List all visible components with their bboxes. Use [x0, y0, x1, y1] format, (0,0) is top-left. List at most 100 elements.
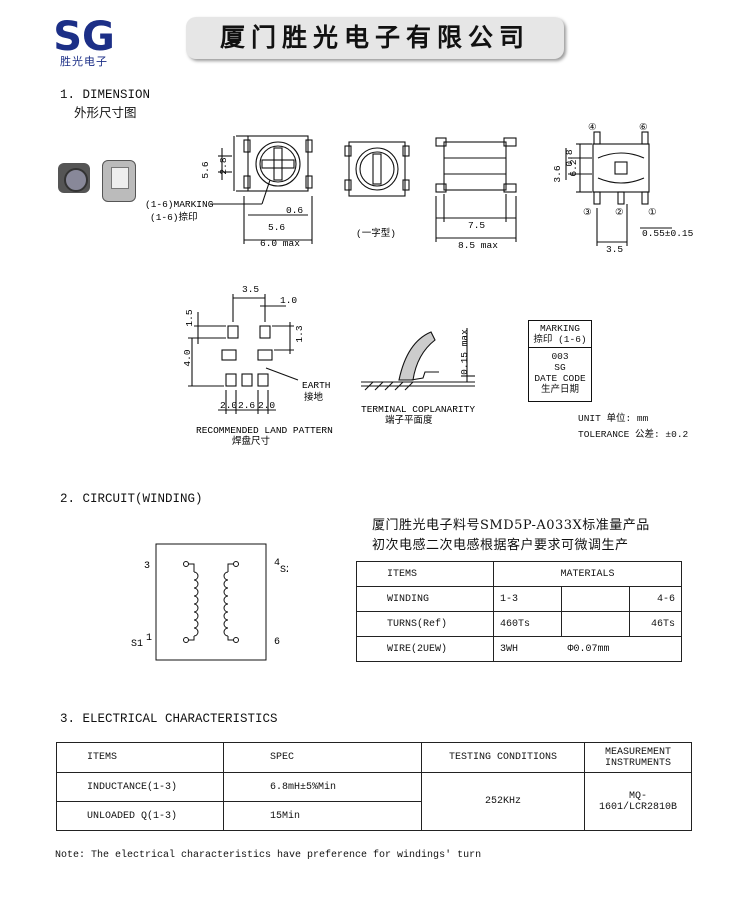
land-d40: 4.0: [182, 349, 193, 366]
footnote: Note: The electrical characteristics hav…: [55, 850, 482, 861]
pin-2-label: ②: [615, 207, 624, 218]
circuit-s2: S2: [280, 565, 288, 576]
electrical-cell: INDUCTANCE(1-3): [56, 772, 224, 802]
land-d20b: 2.0: [258, 400, 275, 411]
electrical-cell: UNLOADED Q(1-3): [56, 801, 224, 831]
materials-cell: Φ0.07mm: [561, 636, 682, 662]
dim-w56: 5.6: [268, 222, 285, 233]
marking-box: MARKING 捺印 (1-6) 003 SG DATE CODE 生产日期: [528, 320, 592, 402]
earth-en: EARTH: [302, 380, 331, 391]
land-pattern-drawing: 3.5 1.0 1.5 4.0 1.3 EARTH 接地 2.0 2.6 2.0…: [182, 284, 333, 447]
table-row: INDUCTANCE(1-3) 6.8mH±5%Min 252KHz MQ-16…: [56, 772, 692, 831]
materials-cell: 4-6: [629, 586, 682, 612]
land-d20a: 2.0: [220, 400, 237, 411]
marking-cn: (1-6)捺印: [150, 211, 198, 223]
electrical-header-items: ITEMS: [56, 742, 224, 773]
materials-cell: TURNS(Ref): [356, 611, 494, 637]
table-row: WIRE(2UEW) 3WH Φ0.07mm: [356, 636, 682, 662]
earth-cn: 接地: [304, 391, 324, 403]
dimension-drawings: 5.6 2.8 (1-6)MARKING (1-6)捺印 0.6 5.6 6.0…: [145, 122, 694, 255]
production-note-1: 厦门胜光电子料号SMD5P-A033X标准量产品: [372, 518, 650, 533]
company-logo: SG: [55, 12, 113, 70]
marking-box-line1: 003: [551, 351, 569, 362]
electrical-header-row: ITEMS SPEC TESTING CONDITIONS MEASUREMEN…: [56, 742, 692, 773]
section2-title: 2. CIRCUIT(WINDING): [60, 492, 203, 506]
materials-cell: WINDING: [356, 586, 494, 612]
dim-h28: 2.8: [218, 157, 229, 174]
circuit-s1: S1: [131, 639, 143, 650]
materials-cell: WIRE(2UEW): [356, 636, 494, 662]
land-d35: 3.5: [242, 284, 259, 295]
table-row: UNLOADED Q(1-3) 15Min: [56, 801, 692, 831]
electrical-cell: 6.8mH±5%Min: [223, 772, 422, 802]
marking-box-title-cn: 捺印 (1-6): [533, 334, 587, 345]
land-d10: 1.0: [280, 295, 297, 306]
marking-box-line4: 生产日期: [540, 384, 579, 395]
electrical-table: ITEMS SPEC TESTING CONDITIONS MEASUREMEN…: [56, 742, 692, 831]
coplanarity-drawing: 0.15 max TERMINAL COPLANARITY 端子平面度: [361, 328, 475, 426]
table-row: WINDING 1-3 4-6: [356, 586, 682, 612]
section1-title: 1. DIMENSION: [60, 88, 151, 102]
materials-table: ITEMS MATERIALS WINDING 1-3 4-6 TURNS(Re…: [356, 561, 682, 662]
logo-text: 胜光电子: [60, 55, 108, 68]
dim-w60: 6.0 max: [260, 238, 300, 249]
bottom-view: [565, 131, 672, 246]
materials-cell: 3WH: [493, 636, 562, 662]
circuit-p3: 3: [144, 561, 150, 572]
pin-1-label: ①: [648, 207, 657, 218]
product-photo-side: [102, 160, 136, 202]
materials-cell: 1-3: [493, 586, 562, 612]
marking-en: (1-6)MARKING: [145, 199, 214, 210]
materials-cell: 460Ts: [493, 611, 562, 637]
electrical-header-testing: TESTING CONDITIONS: [421, 742, 585, 773]
materials-cell: [561, 611, 630, 637]
circuit-p1: 1: [146, 633, 152, 644]
dim-side-85: 8.5 max: [458, 240, 498, 251]
logo-letters: SG: [55, 14, 113, 60]
circuit-diagram: 3 4 S2 S1 1 6: [131, 543, 288, 661]
section1-subtitle: 外形尺寸图: [74, 107, 137, 121]
testing-condition-cell: 252KHz: [421, 772, 585, 831]
dim-side-75: 7.5: [468, 220, 485, 231]
slot-type-label: (一字型): [356, 227, 396, 239]
materials-cell: [561, 586, 630, 612]
electrical-cell: 15Min: [223, 801, 422, 831]
land-caption-cn: 焊盘尺寸: [232, 435, 271, 447]
coplanarity-caption-cn: 端子平面度: [385, 414, 433, 426]
table-row: TURNS(Ref) 460Ts 46Ts: [356, 611, 682, 637]
production-note-2: 初次电感二次电感根据客户要求可微调生产: [372, 538, 629, 553]
materials-header-row: ITEMS MATERIALS: [356, 561, 682, 587]
top-view: [210, 135, 313, 244]
unit-text: UNIT 单位: mm: [578, 413, 649, 424]
company-banner: 厦门胜光电子有限公司: [186, 17, 564, 59]
side-view: [435, 137, 517, 242]
dim-w06: 0.6: [286, 205, 303, 216]
dim-h62: 6.2: [568, 159, 579, 176]
circuit-p6: 6: [274, 637, 280, 648]
slot-view: [344, 141, 410, 197]
section3-title: 3. ELECTRICAL CHARACTERISTICS: [60, 712, 278, 726]
pin-4-label: ④: [588, 122, 597, 133]
tolerance-text: TOLERANCE 公差: ±0.2: [578, 429, 689, 440]
dim-pin-055: 0.55±0.15: [642, 228, 694, 239]
circuit-p4: 4: [274, 558, 280, 569]
instrument-cell: MQ-1601/LCR2810B: [584, 772, 692, 831]
materials-cell: 46Ts: [629, 611, 682, 637]
materials-header-items: ITEMS: [356, 561, 494, 587]
product-photo-top: [58, 163, 90, 193]
marking-box-title-en: MARKING: [540, 323, 580, 334]
pin-3-label: ③: [583, 207, 592, 218]
electrical-header-spec: SPEC: [223, 742, 422, 773]
dim-w35: 3.5: [606, 244, 623, 255]
coplanarity-caption-en: TERMINAL COPLANARITY: [361, 404, 475, 415]
marking-box-line3: DATE CODE: [534, 373, 586, 384]
electrical-header-instruments: MEASUREMENT INSTRUMENTS: [584, 742, 692, 773]
coplanarity-d015: 0.15 max: [459, 329, 470, 375]
dim-h08: 0.8: [564, 149, 575, 166]
land-d13: 1.3: [294, 325, 305, 342]
materials-header-materials: MATERIALS: [493, 561, 682, 587]
dim-h56: 5.6: [200, 161, 211, 178]
company-name: 厦门胜光电子有限公司: [219, 23, 530, 52]
land-caption-en: RECOMMENDED LAND PATTERN: [196, 425, 333, 436]
marking-box-line2: SG: [554, 362, 566, 373]
